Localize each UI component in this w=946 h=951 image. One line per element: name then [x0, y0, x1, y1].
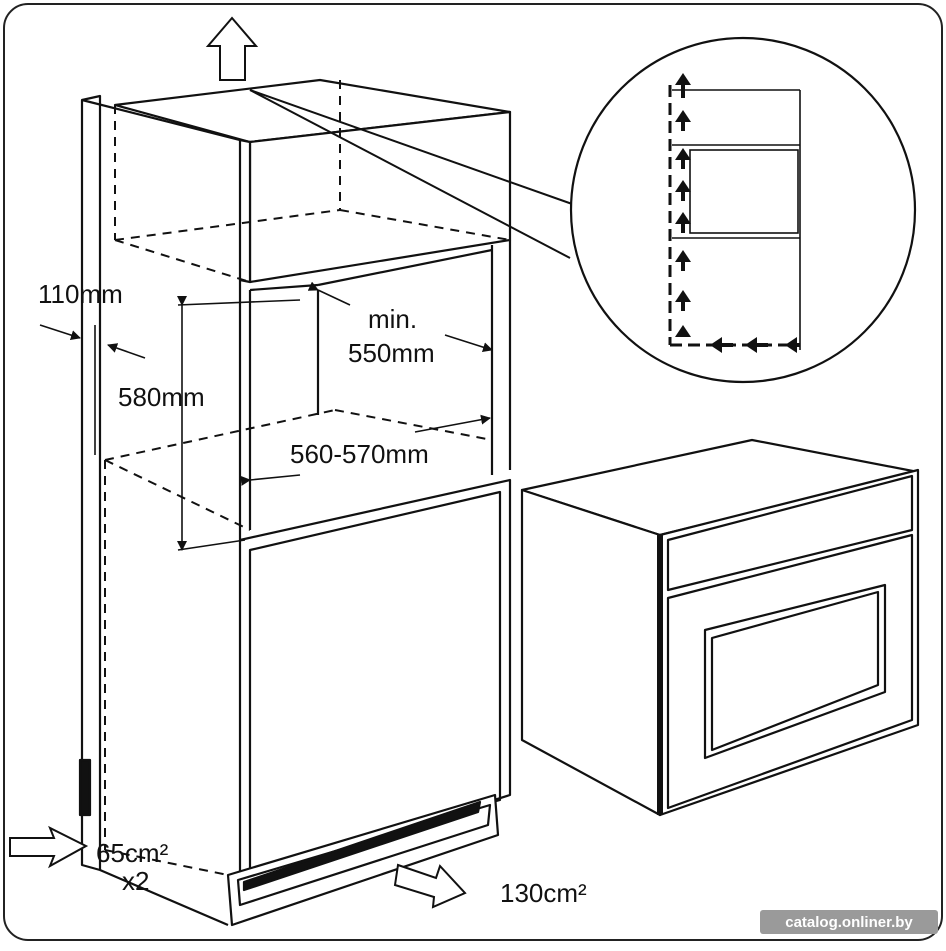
oven — [520, 438, 920, 817]
up-arrow-icon — [205, 16, 259, 81]
top-gap-label: 110mm — [38, 279, 123, 309]
height-label: 580mm — [118, 382, 205, 412]
watermark: catalog.onliner.by — [785, 914, 913, 931]
right-arrow-icon — [9, 825, 89, 869]
right-arrow-icon — [393, 863, 467, 909]
oven-window — [703, 583, 887, 760]
depth-label-line1: min. — [368, 304, 417, 334]
width-label: 560-570mm — [290, 439, 429, 469]
bottom-vent-area-label: 130cm² — [500, 878, 587, 908]
bottom-vent-slot — [242, 800, 482, 892]
watermark-bg — [760, 910, 938, 934]
lower-cabinet-door — [238, 478, 512, 882]
side-vent-slot — [78, 758, 92, 817]
side-vent-area-label: 65cm² — [96, 838, 169, 868]
airflow-detail-circle — [569, 36, 917, 384]
cabinet — [78, 78, 512, 927]
magnifier-leader — [249, 89, 576, 259]
depth-label-line2: 550mm — [348, 338, 435, 368]
side-vent-count-label: x2 — [122, 866, 149, 896]
dimension-lines — [39, 281, 493, 551]
airflow-arrows — [675, 73, 800, 353]
cabinet-left-panel — [80, 94, 102, 872]
